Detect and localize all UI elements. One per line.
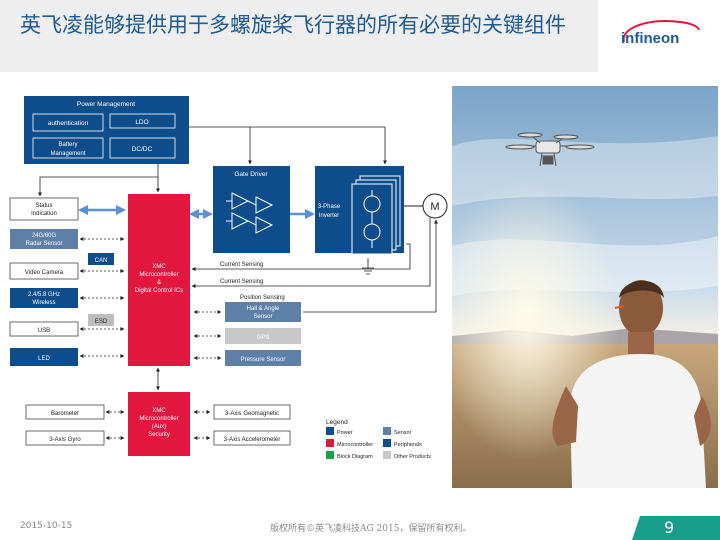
- accelerometer-box: [213, 430, 291, 446]
- accelerometer-label: 3-Axis Accelerometer: [224, 437, 281, 443]
- legend-power: Power: [337, 430, 353, 436]
- video-camera-box: [9, 262, 79, 280]
- page-number-badge: 9: [640, 516, 720, 540]
- xmc-aux-label-2: Microcontroller: [139, 416, 178, 422]
- dcdc-box: [109, 137, 176, 159]
- position-sensing-label: Position Sensing: [240, 295, 285, 301]
- position-sensing-line: [303, 219, 438, 313]
- barometer-label: Barometer: [51, 411, 79, 417]
- radar-sensor-box: [10, 229, 78, 249]
- legend-swatch-power: [326, 427, 334, 435]
- power-to-inverter-line: [189, 126, 387, 165]
- page-title: 英飞凌能够提供用于多螺旋桨飞行器的所有必要的关键组件: [20, 13, 566, 37]
- page-number: 9: [664, 518, 675, 537]
- geomagnetic-box: [213, 404, 291, 420]
- logo-area: [598, 0, 720, 72]
- status-label-1: Status: [35, 203, 52, 209]
- video-label: Video Camera: [25, 270, 64, 276]
- led-box: [10, 348, 78, 366]
- can-box: [88, 253, 114, 265]
- authentication-label: authentication: [48, 120, 89, 127]
- current-sensing-2-label: Current Sensing: [220, 279, 263, 285]
- legend-swatch-microcontroller: [326, 439, 334, 447]
- inverter-label-2: Inverter: [319, 213, 339, 219]
- legend-swatch-other: [383, 451, 391, 459]
- wireless-label-1: 2.4/5.8 GHz: [28, 292, 60, 298]
- power-management-label: Power Management: [77, 101, 135, 108]
- gate-driver-block: [213, 166, 290, 253]
- battery-label-2: Management: [50, 151, 85, 157]
- esd-label: ESD: [95, 319, 108, 325]
- gps-label: GPS: [257, 335, 270, 341]
- radar-label-2: Radar Sensor: [25, 241, 62, 247]
- authentication-box: [32, 113, 104, 132]
- radar-label-1: 24G/60G: [32, 233, 57, 239]
- infineon-logo: infineon: [621, 20, 700, 47]
- gyro-label: 3-Axis Gyro: [49, 437, 81, 443]
- person: [552, 280, 711, 488]
- legend-peripherals: Peripherals: [394, 442, 422, 448]
- footer-copyright: 版权所有©英飞凌科技AG 2015，保留所有权利。: [270, 524, 472, 534]
- usb-box: [9, 321, 79, 337]
- ground-symbol: [362, 258, 374, 275]
- legend-microcontroller: Microcontroller: [337, 442, 373, 448]
- motor-label: M: [430, 201, 439, 213]
- dcdc-label: DC/DC: [132, 146, 153, 153]
- gate-driver-label: Gate Driver: [234, 171, 268, 178]
- xmc-main-label-2: Microcontroller: [139, 272, 178, 278]
- hall-sensor-box: [225, 302, 301, 322]
- page-number-cut: [632, 516, 640, 540]
- gps-box: [225, 328, 301, 344]
- inverter-label-1: 3-Phase: [318, 204, 341, 210]
- ldo-box: [109, 113, 176, 129]
- xmc-main-block: [128, 194, 190, 366]
- can-label: CAN: [95, 258, 108, 264]
- drone-photo: [452, 86, 718, 488]
- wireless-label-2: Wireless: [32, 300, 55, 306]
- led-label: LED: [38, 356, 50, 362]
- legend-block: Block Diagram: [337, 454, 373, 460]
- gate-driver-symbols: [226, 192, 274, 234]
- current-sensing-1-label: Current Sensing: [220, 262, 263, 268]
- xmc-aux-label-4: Security: [148, 432, 170, 438]
- xmc-main-label-1: XMC: [152, 264, 166, 270]
- logo-text: infineon: [621, 30, 679, 47]
- footer-date: 2015-10-15: [20, 521, 73, 531]
- power-to-status-line: [38, 176, 158, 197]
- esd-box: [88, 314, 114, 326]
- usb-label: USB: [38, 328, 50, 334]
- battery-box: [32, 137, 104, 159]
- legend-other: Other Products: [394, 454, 431, 460]
- current-sensing-2-line: [191, 218, 431, 288]
- legend-sensor: Sensor: [394, 430, 412, 436]
- drone: [505, 132, 595, 167]
- pressure-label: Pressure Sensor: [241, 357, 286, 363]
- barometer-box: [25, 404, 105, 420]
- current-sensing-1-line: [191, 243, 411, 271]
- xmc-aux-label-3: (Aux): [152, 424, 166, 430]
- xmc-aux-block: [128, 392, 190, 456]
- xmc-main-label-4: Digital Control ICs: [135, 288, 183, 294]
- ldo-label: LDO: [135, 119, 148, 126]
- gyro-box: [25, 430, 105, 446]
- inverter-symbols: [351, 175, 401, 255]
- geomagnetic-label: 3-Axis Geomagnetic: [225, 411, 279, 417]
- wireless-box: [10, 288, 78, 308]
- legend-swatch-peripherals: [383, 439, 391, 447]
- hall-label-2: Sensor: [253, 314, 272, 320]
- title-bar-cut: [588, 0, 598, 72]
- xmc-main-label-3: &: [157, 280, 161, 286]
- legend-swatch-sensor: [383, 427, 391, 435]
- hall-label-1: Hall & Angle: [247, 306, 280, 312]
- legend-title: Legend: [326, 419, 348, 426]
- battery-label-1: Battery: [58, 142, 77, 148]
- status-label-2: Indication: [31, 211, 57, 217]
- legend-swatch-block: [326, 451, 334, 459]
- block-diagram: Power Management authentication LDO Batt…: [9, 96, 448, 460]
- pressure-sensor-box: [225, 350, 301, 366]
- xmc-aux-label-1: XMC: [152, 408, 166, 414]
